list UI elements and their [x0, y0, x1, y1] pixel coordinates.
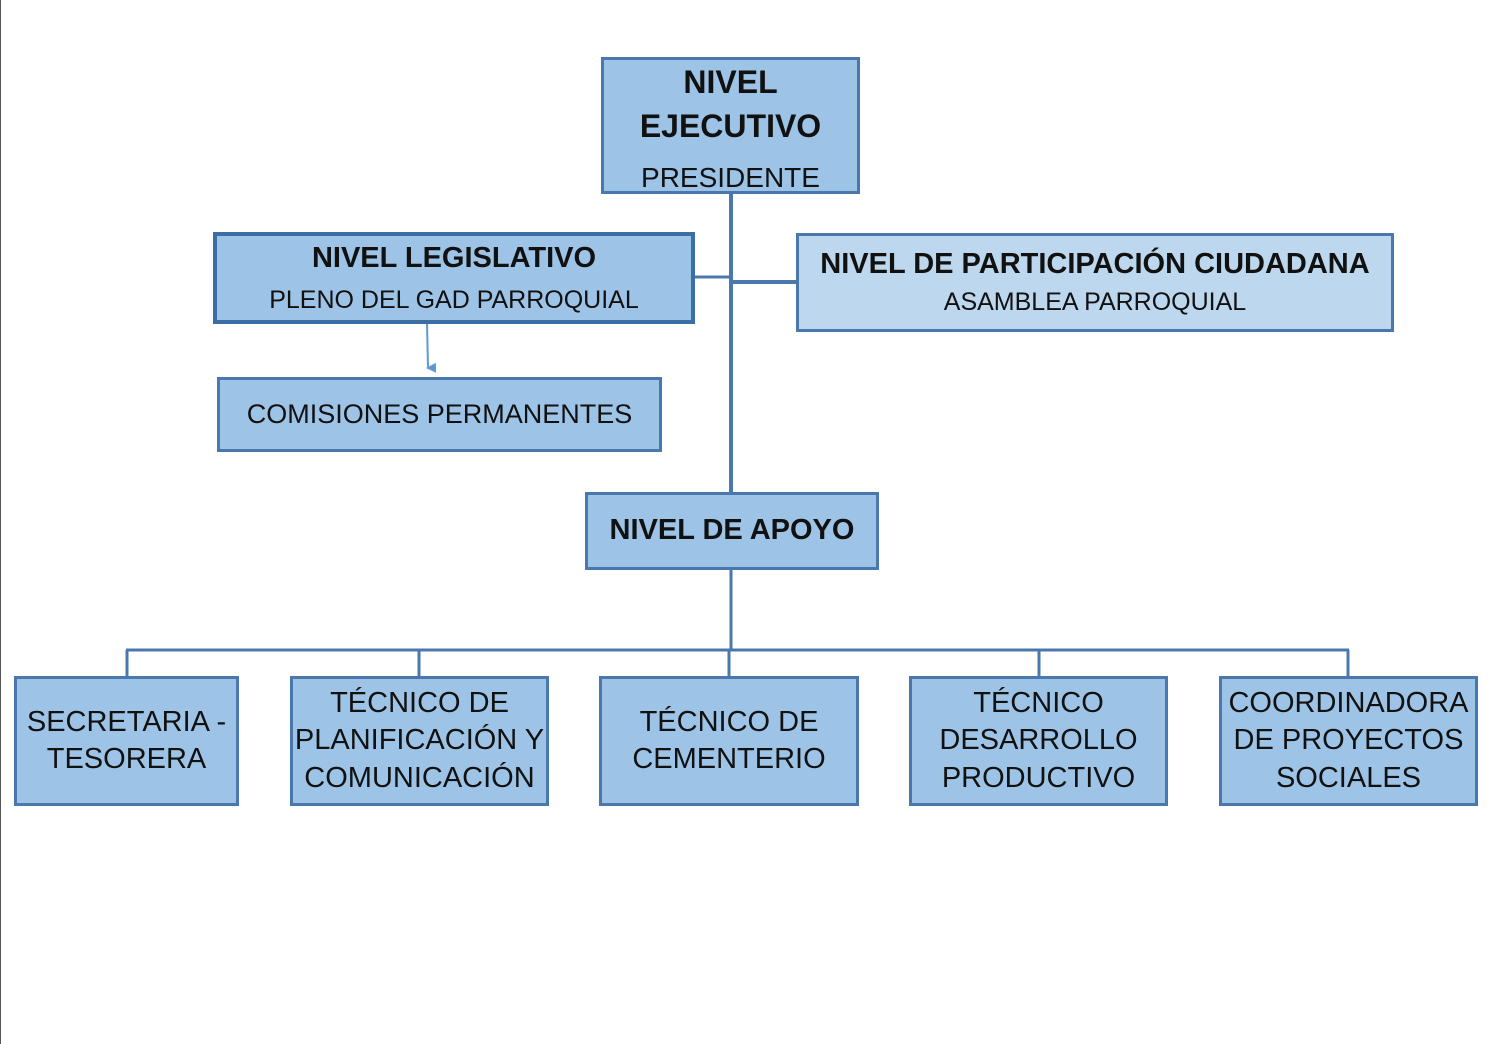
nivel-participacion-box: NIVEL DE PARTICIPACIÓN CIUDADANA ASAMBLE… [796, 233, 1394, 332]
unit-box-tecnico-planificacion: TÉCNICO DE PLANIFICACIÓN Y COMUNICACIÓN [290, 676, 549, 806]
unit-box-secretaria: SECRETARIA - TESORERA [14, 676, 239, 806]
page-left-border [0, 0, 1, 1044]
nivel-ejecutivo-box: NIVEL EJECUTIVO PRESIDENTE [601, 57, 860, 194]
nivel-legislativo-box: NIVEL LEGISLATIVO PLENO DEL GAD PARROQUI… [213, 232, 695, 324]
arrow-legislativo-comisiones [426, 322, 437, 373]
nivel-participacion-title: NIVEL DE PARTICIPACIÓN CIUDADANA [820, 248, 1370, 281]
nivel-ejecutivo-subtitle: PRESIDENTE [641, 162, 820, 193]
unit-box-tecnico-desarrollo: TÉCNICO DESARROLLO PRODUCTIVO [909, 676, 1168, 806]
unit-label-line: TÉCNICO [973, 687, 1104, 720]
unit-label-line: DE PROYECTOS [1233, 724, 1464, 757]
nivel-legislativo-subtitle: PLENO DEL GAD PARROQUIAL [269, 285, 639, 314]
unit-label-line: SOCIALES [1275, 761, 1422, 794]
nivel-apoyo-box: NIVEL DE APOYO [585, 492, 879, 570]
nivel-legislativo-title: NIVEL LEGISLATIVO [311, 241, 597, 274]
unit-label-line: TESORERA [46, 743, 207, 775]
unit-label-line: COORDINADORA [1228, 687, 1469, 720]
unit-label-line: CEMENTERIO [632, 743, 826, 775]
unit-label-line: TÉCNICO DE [639, 705, 819, 738]
nivel-apoyo-title: NIVEL DE APOYO [609, 514, 855, 547]
unit-box-coordinadora: COORDINADORA DE PROYECTOS SOCIALES [1219, 676, 1478, 806]
unit-box-tecnico-cementerio: TÉCNICO DE CEMENTERIO [599, 676, 859, 806]
unit-label-line: PRODUCTIVO [941, 761, 1136, 794]
nivel-participacion-subtitle: ASAMBLEA PARROQUIAL [943, 288, 1247, 317]
unit-label-line: COMUNICACIÓN [304, 761, 535, 794]
unit-label-line: TÉCNICO DE [330, 687, 509, 720]
comisiones-permanentes-box: COMISIONES PERMANENTES [217, 377, 662, 452]
unit-label-line: PLANIFICACIÓN Y [294, 724, 545, 757]
nivel-ejecutivo-title-line1: NIVEL [683, 64, 778, 100]
nivel-ejecutivo-title-line2: EJECUTIVO [639, 108, 822, 144]
unit-label-line: SECRETARIA - [26, 705, 227, 738]
unit-label-line: DESARROLLO [939, 724, 1138, 757]
comisiones-permanentes-label: COMISIONES PERMANENTES [246, 399, 633, 430]
